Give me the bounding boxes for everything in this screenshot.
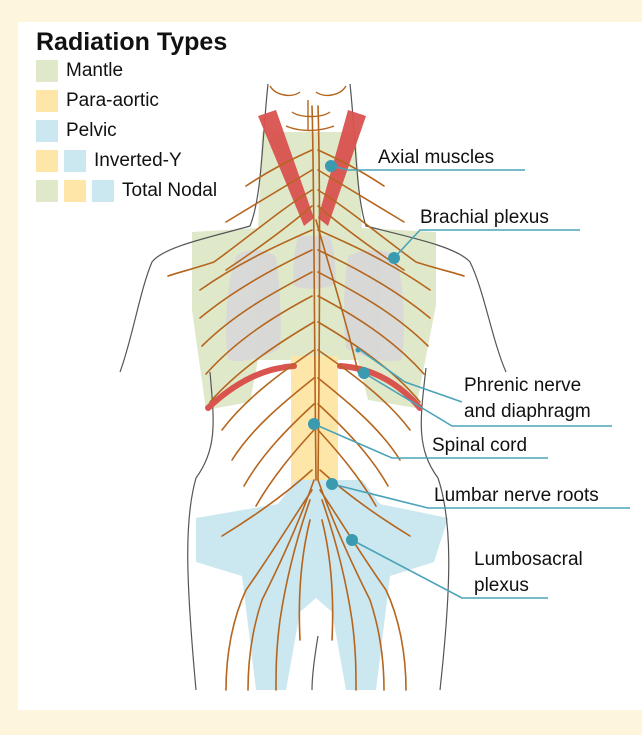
label-lumbar-nerve-roots: Lumbar nerve roots [434, 484, 599, 507]
skull-base [270, 86, 346, 131]
legend-label: Mantle [66, 60, 123, 82]
pelvic-swatch [36, 120, 58, 142]
marker-spinal-cord [308, 418, 320, 430]
legend-item-pelvic: Pelvic [36, 120, 236, 144]
legend-item-inverted-y: Inverted-Y [36, 150, 256, 174]
legend-title: Radiation Types [36, 28, 227, 57]
para-aortic-swatch [36, 90, 58, 112]
legend-label: Total Nodal [122, 180, 217, 202]
para-aortic-swatch [36, 150, 58, 172]
label-phrenic-line2: and diaphragm [464, 400, 591, 423]
legend-label: Pelvic [66, 120, 117, 142]
label-lumbosacral-line2: plexus [474, 574, 529, 597]
label-brachial-plexus: Brachial plexus [420, 206, 549, 229]
label-spinal-cord: Spinal cord [432, 434, 527, 457]
marker-diaphragm [358, 367, 370, 379]
mantle-swatch [36, 60, 58, 82]
marker-lumbar-nerve-roots [326, 478, 338, 490]
legend-item-total-nodal: Total Nodal [36, 180, 276, 204]
legend-label: Inverted-Y [94, 150, 182, 172]
legend-label: Para-aortic [66, 90, 159, 112]
para-aortic-swatch [64, 180, 86, 202]
mantle-swatch [36, 180, 58, 202]
pelvic-swatch [92, 180, 114, 202]
pelvic-field [196, 480, 448, 690]
legend-item-mantle: Mantle [36, 60, 196, 84]
legend-item-para-aortic: Para-aortic [36, 90, 236, 114]
marker-phrenic [356, 348, 361, 353]
label-phrenic-line1: Phrenic nerve [464, 374, 581, 397]
marker-axial-muscles [325, 160, 337, 172]
pelvic-swatch [64, 150, 86, 172]
label-axial-muscles: Axial muscles [378, 146, 494, 169]
marker-brachial-plexus [388, 252, 400, 264]
label-lumbosacral-line1: Lumbosacral [474, 548, 583, 571]
marker-lumbosacral [346, 534, 358, 546]
